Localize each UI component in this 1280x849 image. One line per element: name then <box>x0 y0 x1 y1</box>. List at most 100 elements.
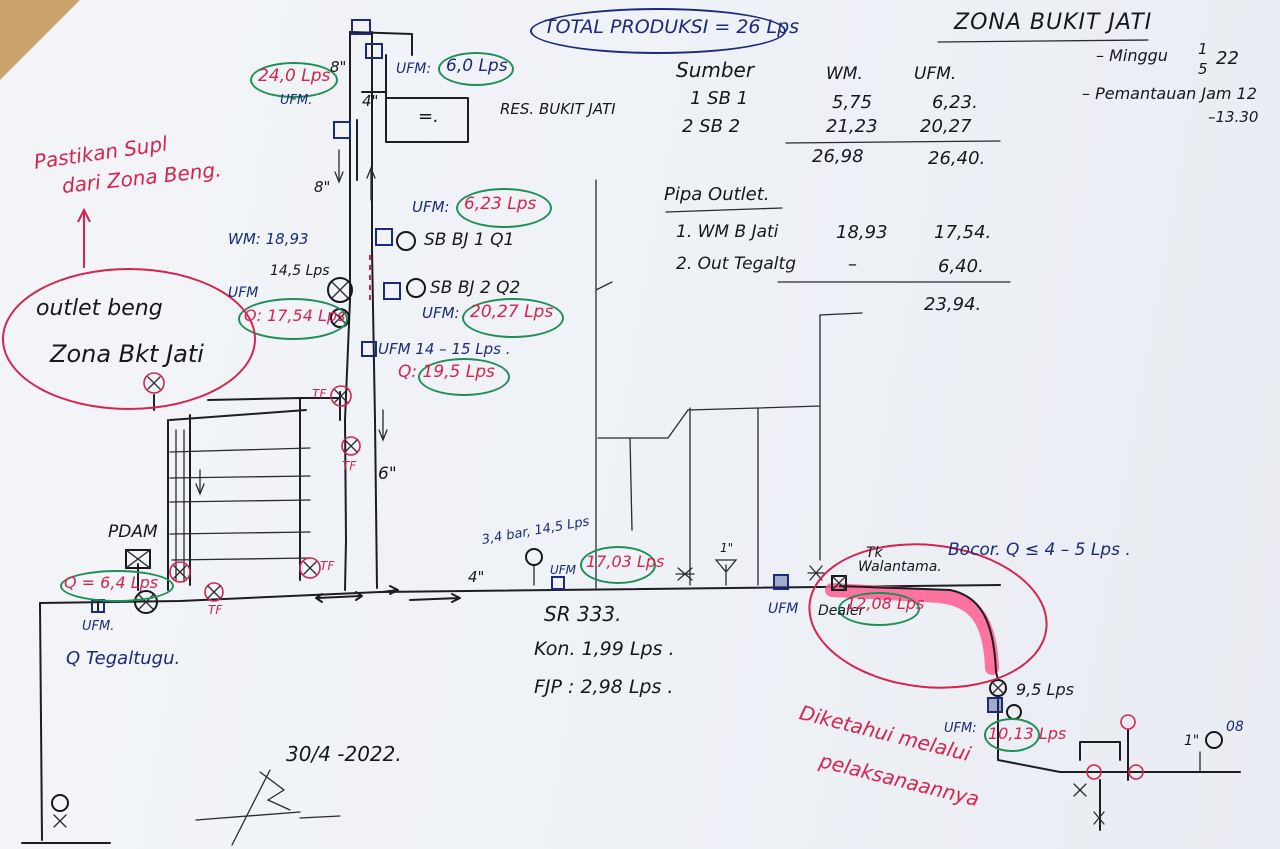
sr333-name: SR 333. <box>544 602 622 626</box>
riser-arrow-up <box>366 166 376 201</box>
lr-gauge <box>1205 731 1223 749</box>
pump-sb2 <box>406 278 426 298</box>
pdam-ufm-label: UFM. <box>82 619 115 634</box>
oval-ufm-out <box>250 62 338 98</box>
main-pipe-4: 4" <box>468 568 485 586</box>
lower-right-box <box>1079 729 1129 831</box>
sources-row2-ufm: 20,27 <box>920 116 972 137</box>
pdam-box <box>125 549 151 569</box>
tf-valve-4 <box>204 582 224 602</box>
pipe-4: 4" <box>362 92 379 110</box>
outlet-row2-wm: – <box>848 254 857 275</box>
reservoir-box <box>385 54 469 143</box>
sb1-ufm-label: UFM: <box>412 198 450 216</box>
sources-row1-label: 1 SB 1 <box>690 88 749 109</box>
outlet-ufm-label: UFM <box>228 285 259 301</box>
sb2-label: SB BJ 2 Q2 <box>430 278 521 298</box>
lower-pump <box>1006 704 1022 720</box>
lower-flow: 9,5 Lps <box>1016 680 1074 699</box>
date-year: 22 <box>1216 48 1239 69</box>
main-pipe <box>39 584 1001 604</box>
riser-right-arrow-down <box>378 409 388 442</box>
sources-header-ufm: UFM. <box>914 64 957 84</box>
riser-right <box>371 31 378 589</box>
reservoir-ufm-in-label: UFM: <box>396 61 432 77</box>
meter-square-ufm-out <box>333 121 351 139</box>
outlet-wm-flow: 14,5 Lps <box>270 263 330 279</box>
monitoring-line: – Pemantauan Jam 12 <box>1082 84 1257 103</box>
zone-callout-line1: outlet beng <box>36 296 163 321</box>
oval-pdam <box>60 570 174 602</box>
pipe-8-mid: 8" <box>314 178 331 196</box>
sr333-fjp: FJP : 2,98 Lps . <box>534 676 674 698</box>
sb1-label: SB BJ 1 Q1 <box>424 230 515 250</box>
sr333-kon: Kon. 1,99 Lps . <box>534 638 675 660</box>
outlet-row2-ufm: 6,40. <box>938 256 984 277</box>
flow-arrow-1 <box>315 591 363 603</box>
outlet-title-underline <box>665 207 783 213</box>
walantama-line1: Tk <box>866 545 883 561</box>
walantama-dealer: Dealer <box>818 603 865 619</box>
riser-left <box>344 31 351 591</box>
signature <box>195 769 341 846</box>
oval-sb1 <box>456 188 552 228</box>
meter-square-sb2 <box>383 282 401 300</box>
date-fraction-bottom: 5 <box>1198 60 1208 78</box>
walantama-flow: 12,08 Lps <box>846 594 925 613</box>
tf-label-4: TF <box>208 603 223 617</box>
meter-square-range <box>361 341 377 357</box>
lower-ufm-value: 10,13 Lps <box>988 724 1067 743</box>
tf-label-2: TF <box>342 459 357 473</box>
oval-walantama <box>838 592 920 626</box>
date-fraction-top: 1 <box>1198 40 1208 58</box>
pdam-label: PDAM <box>108 522 158 542</box>
flow-arrow-2 <box>409 593 461 603</box>
meter-square-top <box>351 19 371 35</box>
sr333-gauge <box>525 548 543 566</box>
lower-valve <box>989 679 1007 697</box>
leak-pipe <box>839 585 999 681</box>
reservoir-label: RES. BUKIT JATI <box>500 100 616 118</box>
sb2-ufm-value: 20,27 Lps <box>470 302 554 322</box>
reservoir-ufm-in-value: 6,0 Lps <box>446 56 508 76</box>
block-rows <box>169 447 311 561</box>
hydrant-label: 1" <box>720 541 734 555</box>
sources-total-wm: 26,98 <box>812 146 864 167</box>
sr333-valve <box>675 567 695 581</box>
annotation-arrow-up <box>77 207 91 268</box>
sources-header-wm: WM. <box>826 64 863 84</box>
oval-ufm-in <box>438 52 514 86</box>
walantama-leak: Bocor. Q ≤ 4 – 5 Lps . <box>948 540 1131 560</box>
tf-label-3: TF <box>320 559 335 573</box>
pdam-tegaltugu: Q Tegaltugu. <box>66 648 181 669</box>
pdam-q-value: Q = 6,4 Lps <box>64 573 159 592</box>
sources-sum-line <box>785 140 1001 144</box>
lower-ufm-label: UFM: <box>944 721 977 736</box>
pipe-6: 6" <box>378 464 397 484</box>
oval-lower <box>984 718 1040 752</box>
oval-sb2 <box>462 298 564 338</box>
reservoir-equals: =. <box>418 106 439 127</box>
sources-row1-wm: 5,75 <box>832 92 873 113</box>
meter-square-sb1 <box>375 228 393 246</box>
lr-valve-4 <box>1093 811 1105 825</box>
lr-valve-5 <box>1073 783 1087 797</box>
block-verticals <box>175 429 185 583</box>
sources-row2-label: 2 SB 2 <box>682 116 741 137</box>
outlet-row1-wm: 18,93 <box>836 222 888 243</box>
ufm-range-label: UFM 14 – 15 Lps . <box>378 340 511 358</box>
bottom-left-valve <box>53 814 67 828</box>
pdam-ufm-square <box>91 599 105 613</box>
outlet-title: Pipa Outlet. <box>664 184 770 205</box>
pipe-8-top: 8" <box>330 58 347 76</box>
sb1-ufm-value: 6,23 Lps <box>464 194 537 214</box>
walantama-line2: Walantama. <box>858 559 942 575</box>
outlet-total: 23,94. <box>924 294 982 315</box>
leak-highlight <box>825 583 999 675</box>
sources-row1-ufm: 6,23. <box>932 92 978 113</box>
bottom-left-gauge <box>51 794 69 812</box>
title-underline <box>937 39 1149 43</box>
signature-date: 30/4 -2022. <box>286 742 402 766</box>
